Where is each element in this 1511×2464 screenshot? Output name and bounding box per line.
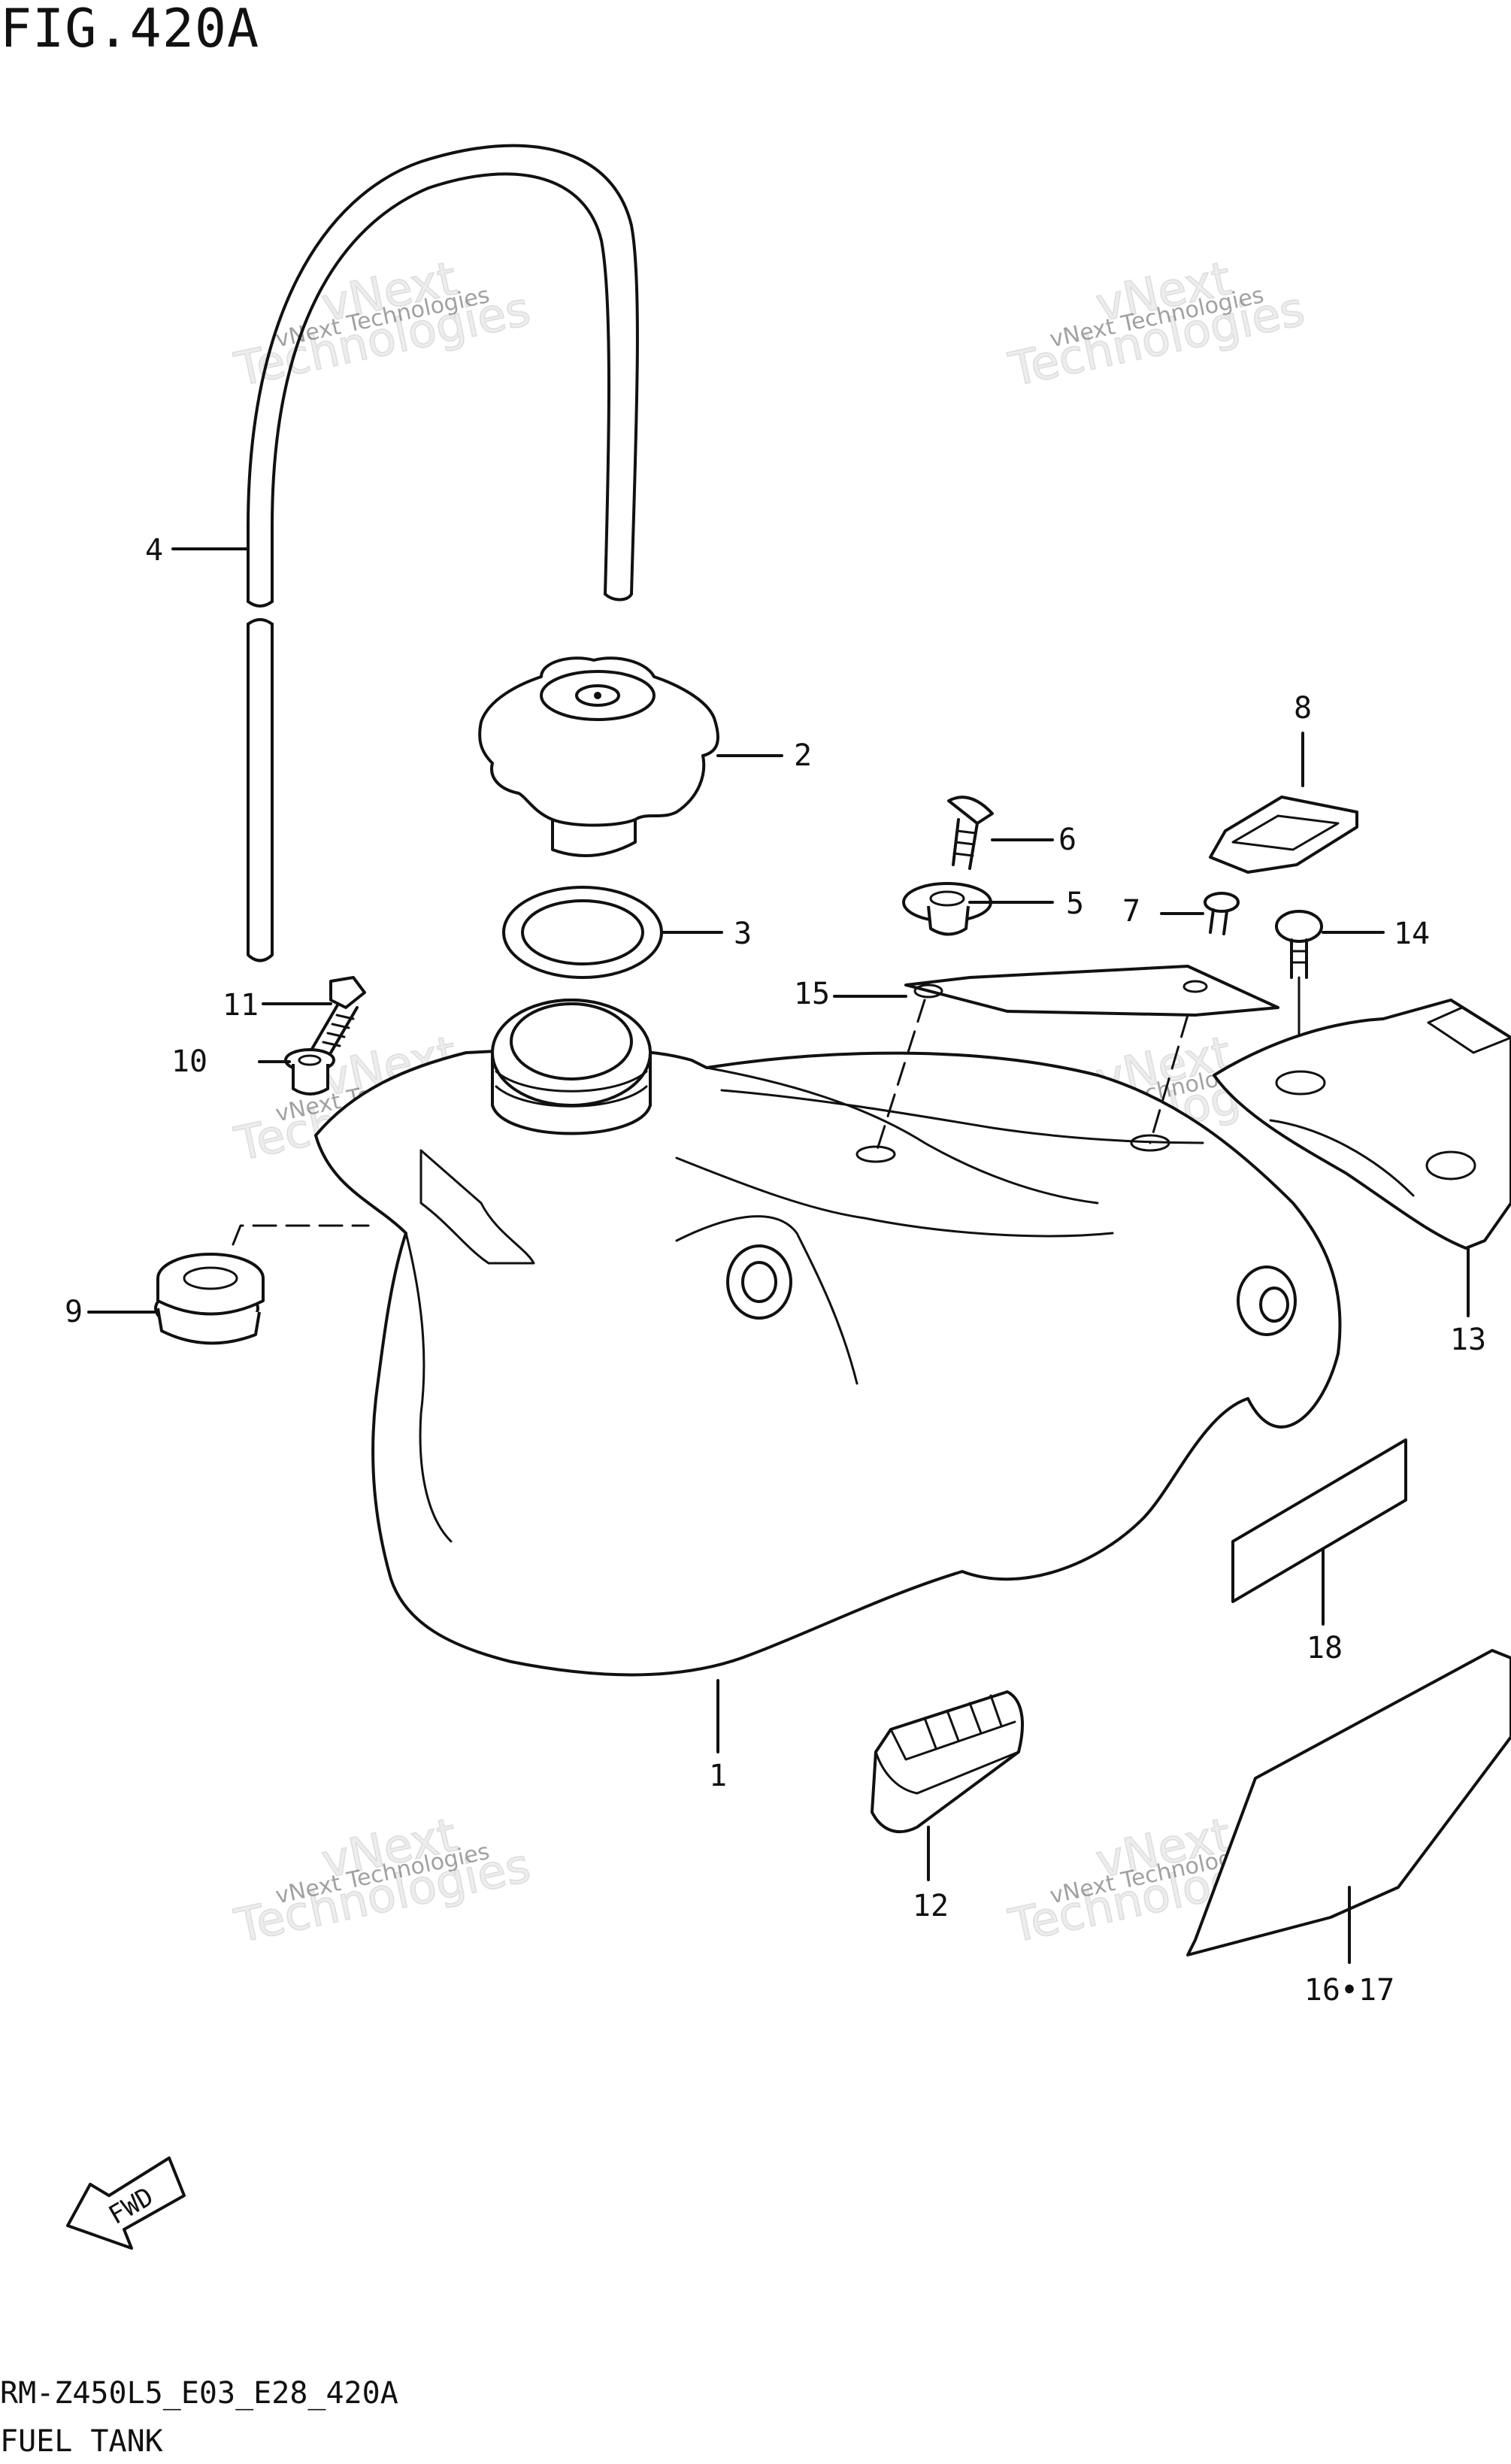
callout-18: 18 [1307,1631,1343,1665]
fwd-arrow: FWD [66,2156,186,2250]
callout-15: 15 [794,977,830,1011]
part-3-cap-gasket[interactable] [502,886,663,979]
model-code: RM-Z450L5_E03_E28_420A [0,2376,398,2411]
part-11-bolt[interactable] [310,976,366,1054]
part-13-bracket[interactable] [1213,999,1511,1250]
callout-4: 4 [145,533,163,568]
part-12-cushion[interactable] [871,1690,1024,1833]
part-6-screw[interactable] [947,796,994,870]
callout-6: 6 [1058,823,1076,857]
assembly-line-15b [1149,1014,1189,1144]
part-1-fuel-tank[interactable] [314,999,1342,1677]
part-8-clip[interactable] [1209,796,1358,874]
callout-11: 11 [223,988,259,1023]
assembly-line-15a [874,999,926,1156]
part-10-collar[interactable] [284,1048,335,1096]
callout-9: 9 [65,1295,83,1329]
part-14-bolt[interactable] [1275,910,1323,979]
figure-caption: FUEL TANK [0,2424,163,2459]
callout-3: 3 [734,917,752,951]
callout-2: 2 [794,738,812,773]
figure-title: FIG.420A [0,0,259,59]
part-18-label[interactable] [1231,1438,1407,1603]
part-16-17-pad[interactable] [1186,1649,1511,1956]
callout-12: 12 [913,1889,949,1923]
callout-16-17: 16•17 [1304,1973,1394,2008]
callout-1: 1 [709,1759,727,1793]
part-4-breather-hose[interactable] [247,144,639,962]
callout-5: 5 [1066,886,1084,921]
part-2-fuel-cap[interactable] [478,656,719,857]
part-9-grommet[interactable] [154,1253,265,1345]
part-15-bracket[interactable] [904,965,1279,1017]
part-7-screw[interactable] [1204,892,1240,935]
callout-10: 10 [171,1044,207,1079]
callout-labels: 4 2 3 5 6 7 8 14 15 11 10 9 13 1 18 12 1… [65,533,1486,2008]
assembly-line-9 [232,1224,370,1246]
callout-8: 8 [1294,691,1312,726]
part-5-cushion[interactable] [902,882,992,936]
callout-13: 13 [1450,1323,1486,1357]
callout-14: 14 [1394,917,1430,951]
callout-7: 7 [1122,894,1140,929]
leader-lines [87,547,1470,1964]
